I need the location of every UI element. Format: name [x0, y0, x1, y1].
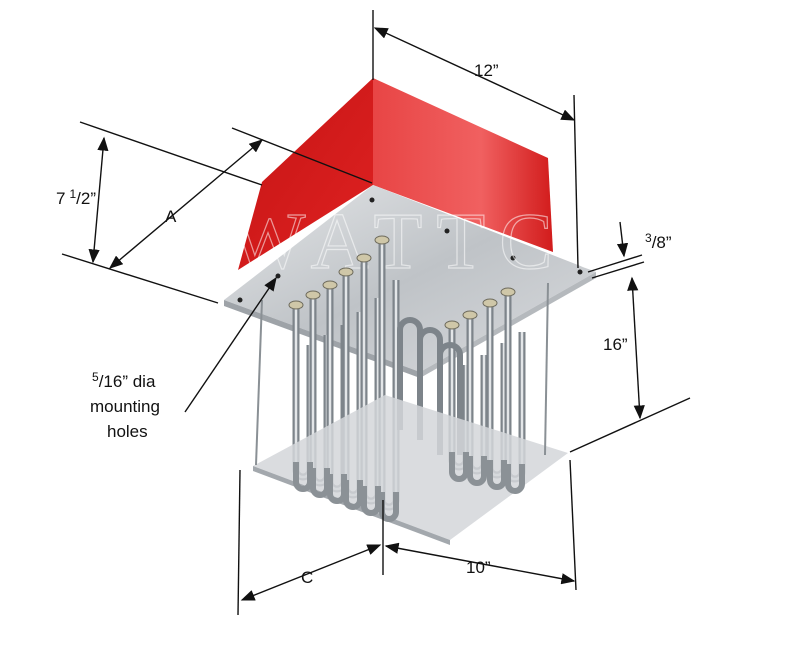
label-mounting: mounting	[90, 397, 160, 416]
element-bend	[361, 486, 381, 516]
element-bend	[343, 480, 363, 510]
heating-element-loop	[417, 327, 443, 440]
element-bend	[449, 452, 469, 482]
heating-element-loop	[437, 342, 463, 455]
element-bend	[467, 456, 487, 486]
label-holes: holes	[107, 422, 148, 441]
label-c: C	[301, 568, 313, 587]
mounting-holes	[237, 197, 583, 303]
tie-rods	[255, 282, 549, 466]
element-bend	[310, 468, 330, 498]
dimension-lines	[61, 10, 691, 616]
label-16-inch: 16”	[603, 335, 628, 354]
label-10-inch: 10”	[466, 558, 491, 577]
element-bend	[379, 492, 399, 522]
watermark-logo: WATTCO	[230, 198, 638, 286]
red-enclosure	[238, 78, 553, 270]
label-mounting-holes: 5/16” dia	[92, 370, 156, 391]
heating-element-loop	[397, 317, 423, 430]
element-bend	[293, 462, 313, 492]
element-bend	[487, 460, 507, 490]
element-bend	[505, 464, 525, 494]
heating-element-bends	[293, 452, 525, 522]
label-3-8-inch: 3/8”	[645, 231, 672, 252]
label-12-inch: 12”	[474, 61, 499, 80]
label-a: A	[165, 207, 177, 226]
